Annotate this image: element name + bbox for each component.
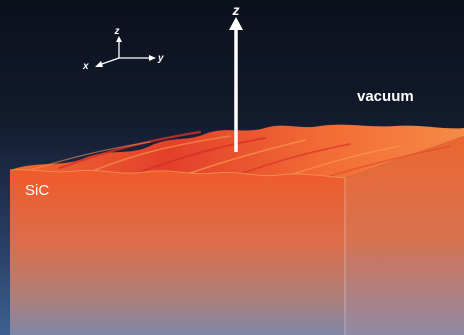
gizmo-z-label: z	[114, 26, 120, 37]
z-axis-arrow	[229, 17, 243, 152]
slab-front-face	[10, 169, 345, 335]
vacuum-label: vacuum	[357, 88, 414, 105]
material-label: SiC	[25, 182, 49, 199]
axes-gizmo	[95, 36, 156, 67]
gizmo-y-label: y	[157, 53, 164, 64]
slab-side-face	[345, 136, 464, 335]
z-axis-label: z	[232, 2, 240, 18]
slab-front-edge	[9, 169, 346, 179]
surface-ripples	[29, 130, 451, 177]
gizmo-x-label: x	[82, 61, 89, 72]
